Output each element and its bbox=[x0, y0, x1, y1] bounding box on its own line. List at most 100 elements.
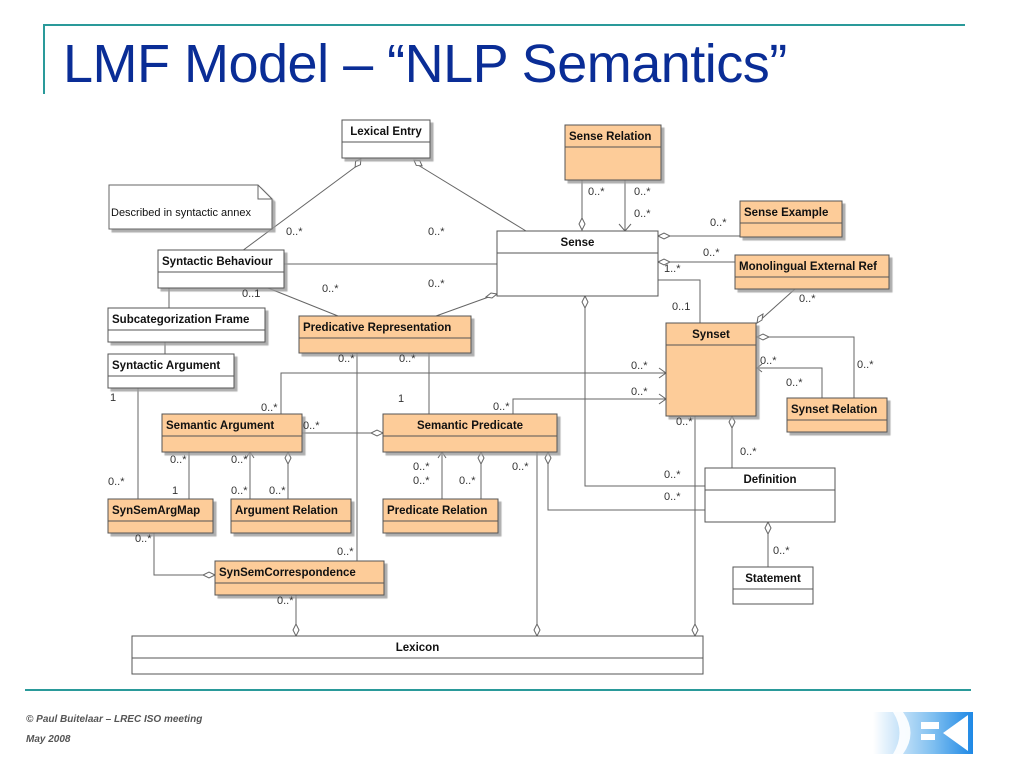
class-box bbox=[739, 200, 843, 238]
title-frame-top-rule bbox=[43, 24, 965, 26]
class-sense-example: Sense Example bbox=[739, 200, 843, 238]
mult-label: 0..* bbox=[286, 226, 303, 238]
class-box bbox=[298, 315, 472, 354]
mult-label: 0..* bbox=[303, 420, 320, 432]
footer-date: May 2008 bbox=[26, 734, 71, 745]
dfki-logo bbox=[873, 712, 973, 754]
class-sense: Sense bbox=[496, 230, 659, 297]
mult-label: 0..* bbox=[322, 283, 339, 295]
class-sense-relation: Sense Relation bbox=[564, 124, 662, 181]
assoc-synsetrel-synset-a bbox=[757, 367, 823, 398]
assoc-lexentry-synbehaviour bbox=[237, 164, 359, 255]
class-name: Predicate Relation bbox=[387, 505, 487, 517]
class-name: Lexicon bbox=[396, 642, 439, 654]
mult-label: 0..1 bbox=[242, 288, 260, 300]
class-box bbox=[107, 498, 214, 534]
class-synsemcorrespondence: SynSemCorrespondence bbox=[214, 560, 385, 596]
class-synset-relation: Synset Relation bbox=[786, 397, 888, 433]
class-syntactic-behaviour: Syntactic Behaviour bbox=[157, 249, 285, 289]
class-box bbox=[496, 230, 659, 297]
class-lexical-entry: Lexical Entry bbox=[341, 119, 431, 159]
mult-label: 0..* bbox=[399, 353, 416, 365]
mult-label: 0..* bbox=[277, 595, 294, 607]
mult-label: 0..* bbox=[512, 461, 529, 473]
mult-label: 0..* bbox=[269, 485, 286, 497]
class-box bbox=[732, 566, 814, 605]
class-syntactic-argument: Syntactic Argument bbox=[107, 353, 235, 389]
class-box bbox=[230, 498, 352, 534]
slide-title: LMF Model – “NLP Semantics” bbox=[63, 34, 787, 94]
footer-rule bbox=[25, 689, 971, 691]
class-subcategorization-frame: Subcategorization Frame bbox=[107, 307, 266, 343]
mult-label: 0..* bbox=[135, 533, 152, 545]
class-lexicon: Lexicon bbox=[131, 635, 704, 675]
mult-label: 0..* bbox=[676, 416, 693, 428]
mult-label: 0..* bbox=[760, 355, 777, 367]
mult-label: 0..* bbox=[664, 491, 681, 503]
class-box bbox=[214, 560, 385, 596]
mult-label: 0..* bbox=[631, 386, 648, 398]
title-frame-left-rule bbox=[43, 24, 45, 94]
arrowhead-synsetrel bbox=[756, 363, 763, 373]
mult-label: 0..* bbox=[634, 208, 651, 220]
class-name: SynSemArgMap bbox=[112, 505, 200, 517]
mult-label: 1 bbox=[110, 392, 116, 404]
class-box bbox=[734, 254, 890, 290]
class-box bbox=[107, 307, 266, 343]
class-definition: Definition bbox=[704, 467, 836, 523]
assoc-lexentry-sense bbox=[417, 164, 527, 232]
mult-label: 1 bbox=[398, 393, 404, 405]
mult-label: 0..* bbox=[231, 454, 248, 466]
class-name: Monolingual External Ref bbox=[739, 261, 877, 273]
mult-label: 0..* bbox=[108, 476, 125, 488]
mult-label: 0..* bbox=[413, 475, 430, 487]
class-synsemargmap: SynSemArgMap bbox=[107, 498, 214, 534]
assoc-synsetrel-synset-b bbox=[757, 336, 855, 398]
class-name: Predicative Representation bbox=[303, 322, 451, 334]
class-synset: Synset bbox=[665, 322, 757, 417]
assoc-semarg-synset bbox=[280, 372, 666, 414]
mult-label: 1 bbox=[172, 485, 178, 497]
class-semantic-argument: Semantic Argument bbox=[161, 413, 303, 453]
assoc-synbehaviour-predrep bbox=[267, 287, 339, 317]
class-box bbox=[564, 124, 662, 181]
class-box bbox=[786, 397, 888, 433]
class-predicative-representation: Predicative Representation bbox=[298, 315, 472, 354]
mult-label: 0..* bbox=[799, 293, 816, 305]
class-name: Statement bbox=[745, 573, 801, 585]
class-name: Synset Relation bbox=[791, 404, 877, 416]
class-name: Syntactic Behaviour bbox=[162, 256, 273, 268]
mult-label: 1..* bbox=[664, 263, 681, 275]
mult-label: 0..* bbox=[634, 186, 651, 198]
mult-label: 0..* bbox=[664, 469, 681, 481]
mult-label: 0..* bbox=[710, 217, 727, 229]
class-box bbox=[131, 635, 704, 675]
mult-label: 0..* bbox=[459, 475, 476, 487]
mult-label: 0..* bbox=[631, 360, 648, 372]
class-box bbox=[161, 413, 303, 453]
class-box bbox=[704, 467, 836, 523]
class-name: Sense Relation bbox=[569, 131, 651, 143]
class-predicate-relation: Predicate Relation bbox=[382, 498, 499, 534]
annex-note-text: Described in syntactic annex bbox=[111, 207, 252, 219]
assoc-mer-synset bbox=[756, 288, 796, 324]
mult-label: 0..* bbox=[413, 461, 430, 473]
mult-label: 0..* bbox=[786, 377, 803, 389]
class-name: SynSemCorrespondence bbox=[219, 567, 356, 579]
class-name: Semantic Predicate bbox=[417, 420, 523, 432]
assoc-sense-synset bbox=[658, 279, 701, 323]
class-name: Semantic Argument bbox=[166, 420, 274, 432]
mult-label: 0..* bbox=[857, 359, 874, 371]
class-box bbox=[157, 249, 285, 289]
mult-label: 0..* bbox=[170, 454, 187, 466]
mult-label: 0..* bbox=[428, 226, 445, 238]
class-statement: Statement bbox=[732, 566, 814, 605]
assoc-sense-definition bbox=[584, 296, 705, 487]
aggregation-diamonds bbox=[201, 158, 772, 638]
class-box bbox=[382, 413, 558, 453]
mult-label: 0..* bbox=[231, 485, 248, 497]
assoc-sempred-synset bbox=[512, 398, 666, 414]
class-name: Subcategorization Frame bbox=[112, 314, 249, 326]
mult-label: 0..* bbox=[428, 278, 445, 290]
multiplicity-labels: 0..* 0..* 0..* 0..* 0..* 0..* 0..* 1..* … bbox=[108, 186, 874, 607]
